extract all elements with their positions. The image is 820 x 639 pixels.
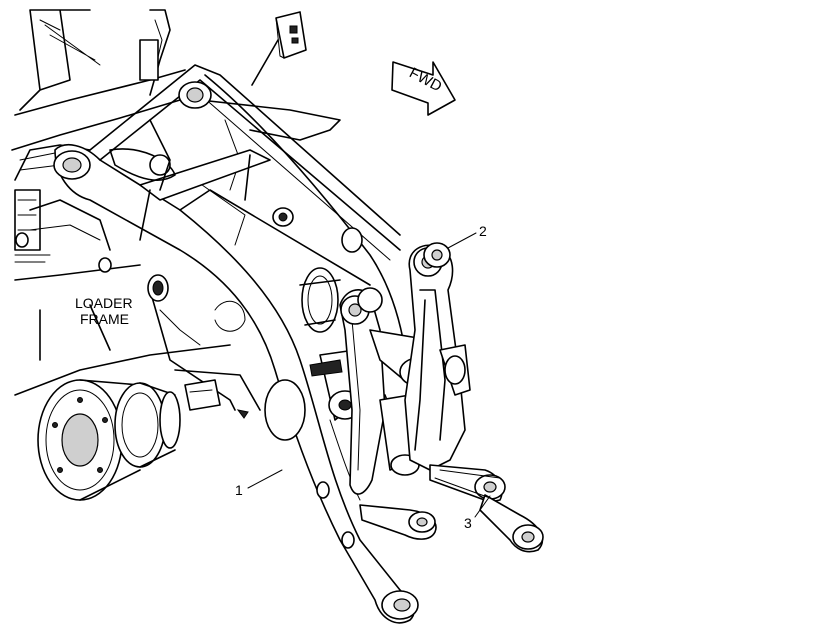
wheel-hub	[37, 379, 181, 501]
frame-details	[14, 119, 171, 273]
display-box-icon	[251, 11, 307, 86]
callout-3-number: 3	[464, 515, 472, 531]
tilt-cylinder	[299, 267, 362, 501]
forward-direction-arrow: FWD	[391, 61, 456, 116]
callout-1: 1	[235, 469, 283, 498]
loader-frame-label-line2: FRAME	[80, 311, 129, 327]
callout-3: 3	[464, 495, 491, 531]
cab-structure	[11, 9, 186, 171]
loader-frame-label-line1: LOADER	[75, 295, 133, 311]
lift-arm	[53, 64, 419, 624]
callout-1-number: 1	[235, 482, 243, 498]
lower-link	[359, 464, 544, 553]
callout-2: 2	[447, 223, 487, 249]
callout-2-number: 2	[479, 223, 487, 239]
bellcrank	[404, 242, 471, 471]
